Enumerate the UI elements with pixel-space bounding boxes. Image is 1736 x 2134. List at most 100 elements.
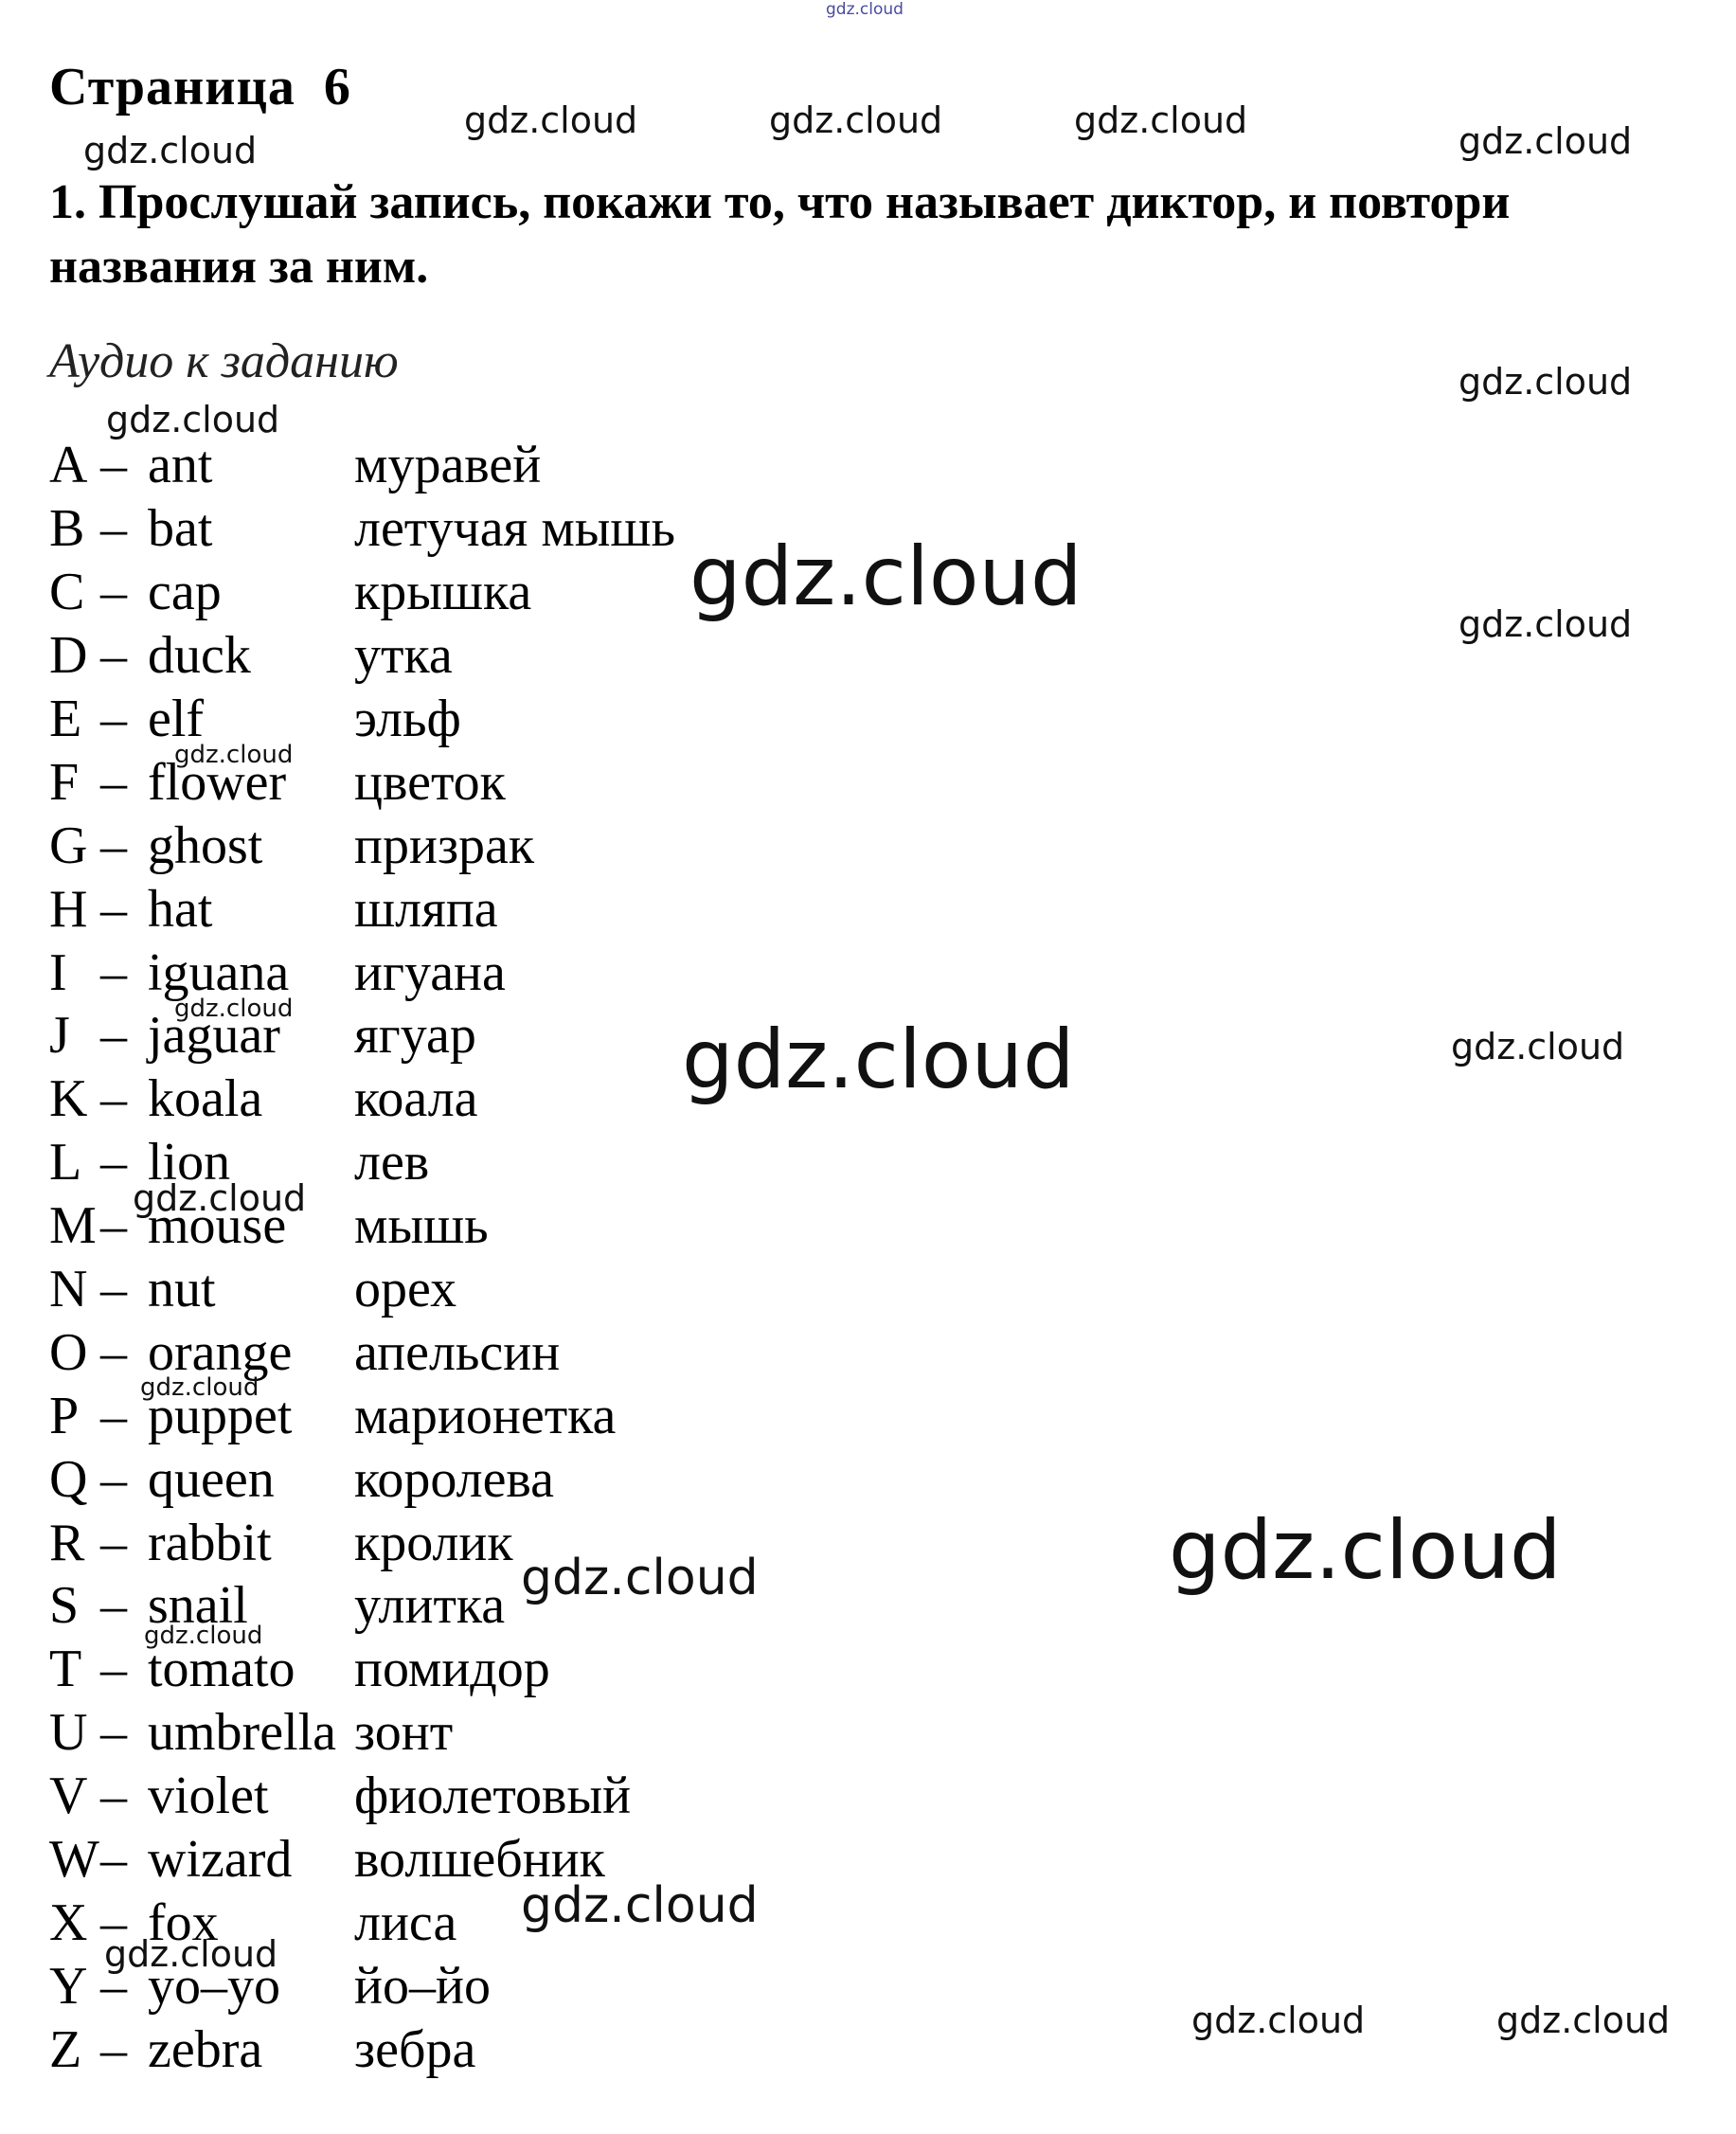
russian-translation: улитка xyxy=(354,1576,506,1636)
watermark: gdz.cloud xyxy=(689,529,1083,624)
russian-translation: эльф xyxy=(354,690,461,748)
word-letter: F xyxy=(49,752,80,812)
russian-translation: кролик xyxy=(354,1513,513,1572)
english-word: wizard xyxy=(148,1830,293,1890)
english-word: rabbit xyxy=(148,1513,272,1572)
word-dash: – xyxy=(100,690,127,748)
word-letter: O xyxy=(49,1322,88,1382)
russian-translation: волшебник xyxy=(354,1830,605,1890)
word-letter: P xyxy=(49,1386,80,1445)
word-dash: – xyxy=(100,1133,127,1193)
word-letter: A xyxy=(49,436,88,495)
word-letter: E xyxy=(49,690,82,748)
russian-translation: муравей xyxy=(354,436,542,495)
word-dash: – xyxy=(100,1640,127,1699)
watermark: gdz.cloud xyxy=(1169,1503,1562,1598)
word-letter: Q xyxy=(49,1449,88,1509)
word-letter: G xyxy=(49,816,88,875)
watermark: gdz.cloud xyxy=(1496,2000,1671,2041)
english-word: umbrella xyxy=(148,1703,337,1763)
watermark: gdz.cloud xyxy=(83,130,258,171)
task-instruction: 1. Прослушай запись, покажи то, что назы… xyxy=(49,175,1511,294)
word-letter: L xyxy=(49,1133,82,1193)
watermark: gdz.cloud xyxy=(1459,120,1633,162)
word-dash: – xyxy=(100,942,127,1002)
word-letter: R xyxy=(49,1513,85,1572)
english-word: ant xyxy=(148,436,213,495)
word-letter: W xyxy=(49,1830,99,1890)
word-dash: – xyxy=(100,626,127,686)
russian-translation: йо–йо xyxy=(354,1956,491,2016)
russian-translation: шляпа xyxy=(354,879,498,939)
word-letter: C xyxy=(49,563,85,622)
word-letter: Z xyxy=(49,2019,82,2079)
watermark: gdz.cloud xyxy=(1074,99,1248,141)
word-letter: S xyxy=(49,1576,80,1636)
audio-link[interactable]: Аудио к заданию xyxy=(49,334,399,388)
word-dash: – xyxy=(100,563,127,622)
watermark: gdz.cloud xyxy=(521,1877,759,1934)
word-letter: V xyxy=(49,1766,88,1826)
russian-translation: ягуар xyxy=(354,1006,476,1066)
russian-translation: цветок xyxy=(354,752,506,812)
english-word: nut xyxy=(148,1260,216,1319)
watermark: gdz.cloud xyxy=(104,1933,278,1975)
word-letter: Y xyxy=(49,1956,88,2016)
english-word: orange xyxy=(148,1322,293,1382)
english-word: mouse xyxy=(148,1196,287,1256)
english-word: tomato xyxy=(148,1640,295,1699)
word-dash: – xyxy=(100,1576,127,1636)
watermark: gdz.cloud xyxy=(769,99,943,141)
russian-translation: марионетка xyxy=(354,1386,617,1445)
english-word: fox xyxy=(148,1892,219,1952)
russian-translation: летучая мышь xyxy=(354,499,676,559)
watermark: gdz.cloud xyxy=(1459,361,1633,403)
russian-translation: помидор xyxy=(354,1640,550,1699)
word-dash: – xyxy=(100,1449,127,1509)
word-letter: K xyxy=(49,1069,88,1129)
english-word: yo–yo xyxy=(148,1956,280,2016)
russian-translation: фиолетовый xyxy=(354,1766,632,1826)
english-word: cap xyxy=(148,563,222,622)
word-letter: T xyxy=(49,1640,82,1699)
word-dash: – xyxy=(100,499,127,559)
russian-translation: коала xyxy=(354,1069,478,1129)
word-dash: – xyxy=(100,1830,127,1890)
russian-translation: утка xyxy=(354,626,453,686)
word-letter: U xyxy=(49,1703,88,1763)
english-word: zebra xyxy=(148,2019,263,2079)
russian-translation: лев xyxy=(354,1133,430,1193)
english-word: duck xyxy=(148,626,251,686)
watermark: gdz.cloud xyxy=(521,1550,759,1606)
watermark: gdz.cloud xyxy=(1459,603,1633,645)
word-row: T–tomato помидор xyxy=(49,1638,675,1701)
word-dash: – xyxy=(100,1069,127,1129)
russian-translation: зебра xyxy=(354,2019,476,2079)
word-row: W–wizard волшебник xyxy=(49,1828,675,1892)
watermark: gdz.cloud xyxy=(144,1622,263,1650)
word-dash: – xyxy=(100,1703,127,1763)
english-word: hat xyxy=(148,879,213,939)
russian-translation: крышка xyxy=(354,563,532,622)
watermark: gdz.cloud xyxy=(106,399,280,440)
word-dash: – xyxy=(100,752,127,812)
word-dash: – xyxy=(100,816,127,875)
word-dash: – xyxy=(100,879,127,939)
